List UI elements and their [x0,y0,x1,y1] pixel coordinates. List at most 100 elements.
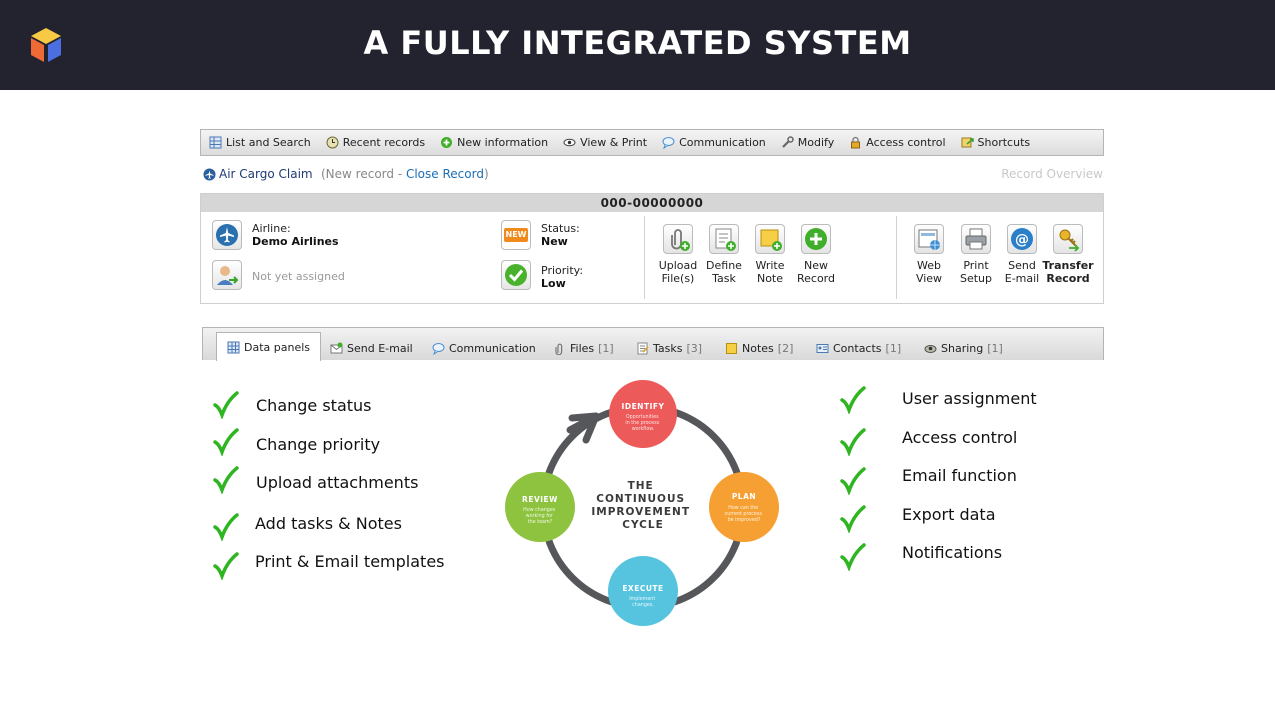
feature-item: Change priority [256,435,381,454]
review-node: REVIEW How changes working for the team? [505,472,575,542]
tab-contacts[interactable]: Contacts[1] [816,342,901,355]
svg-text:@: @ [1015,232,1029,248]
check-icon [213,552,239,580]
check-icon [840,428,866,456]
menu-shortcuts[interactable]: Shortcuts [961,136,1030,149]
status-new-icon[interactable]: NEW [501,220,531,250]
email-at-icon: @ [1007,224,1037,254]
menu-list-and-search[interactable]: List and Search [209,136,311,149]
execute-node: EXECUTE Implement changes. [608,556,678,626]
add-circle-icon [801,224,831,254]
menu-modify[interactable]: Modify [781,136,834,149]
svg-text:How can the current proc: How can the current process be improved? [725,505,764,523]
grid-icon [227,341,240,353]
record-type-title: Air Cargo Claim [219,167,313,181]
task-icon [637,342,649,355]
tab-data-panels[interactable]: Data panels [216,332,322,361]
breadcrumb: Air Cargo Claim (New record - Close Reco… [203,167,1103,183]
menu-recent-records[interactable]: Recent records [326,136,425,149]
svg-text:How changes working for: How changes working for the team? [523,507,557,525]
tab-notes[interactable]: Notes[2] [725,342,793,355]
priority-label: Priority: [541,264,584,277]
feature-item: Upload attachments [256,473,419,492]
shortcut-icon [961,137,974,148]
feature-item: User assignment [902,389,1037,408]
feature-item: Access control [902,428,1018,447]
tab-sharing[interactable]: Sharing[1] [924,342,1003,355]
plan-node: PLAN How can the current process be impr… [709,472,779,542]
record-tab-bar: Data panels Send E-mail Communication Fi… [202,327,1104,361]
priority-value: Low [541,277,566,290]
main-menu-bar: List and Search Recent records New infor… [200,129,1104,156]
airline-icon [212,220,242,250]
tab-files[interactable]: Files[1] [553,342,614,355]
web-view-icon [914,224,944,254]
check-icon [213,428,239,456]
divider [896,216,897,299]
check-icon [213,513,239,541]
cycle-arrow [566,412,600,444]
menu-new-information[interactable]: New information [440,136,548,149]
chat-icon [432,343,445,355]
divider [644,216,645,299]
recent-icon [326,136,339,149]
header-bar: A FULLY INTEGRATED SYSTEM [0,0,1275,90]
feature-item: Notifications [902,543,1003,562]
tab-send-email[interactable]: Send E-mail [330,342,413,355]
menu-access-control[interactable]: Access control [849,136,946,149]
svg-text:Implement changes.: Implement changes. [629,596,657,608]
key-transfer-icon [1053,224,1083,254]
identify-node: IDENTIFY Opportunities in the process wo… [609,380,677,448]
cycle-center-title: THE CONTINUOUS IMPROVEMENT CYCLE [591,480,694,531]
check-icon [840,505,866,533]
airline-value: Demo Airlines [252,235,339,248]
email-icon [330,342,343,354]
page-title: A FULLY INTEGRATED SYSTEM [363,24,912,62]
feature-item: Change status [256,396,372,415]
task-icon [709,224,739,254]
check-icon [840,386,866,414]
user-assign-icon[interactable] [212,260,242,290]
lock-icon [851,136,861,149]
priority-check-icon[interactable] [501,260,531,290]
paperclip-icon [555,343,563,355]
improvement-cycle-diagram: THE CONTINUOUS IMPROVEMENT CYCLE IDENTIF… [505,380,779,626]
feature-item: Print & Email templates [255,552,445,571]
wrench-icon [782,136,794,148]
check-icon [840,543,866,571]
check-icon [213,466,239,494]
svg-text:IDENTIFY: IDENTIFY [622,402,665,411]
assignee-text: Not yet assigned [252,270,345,283]
cube-logo-icon [31,28,61,62]
menu-communication[interactable]: Communication [662,136,766,149]
tab-tasks[interactable]: Tasks[3] [636,342,702,355]
feature-item: Email function [902,466,1017,485]
list-icon [209,136,222,149]
check-icon [840,467,866,495]
plus-icon [441,137,453,148]
record-overview-link[interactable]: Record Overview [1001,167,1103,181]
status-value: New [541,235,568,248]
svg-text:REVIEW: REVIEW [522,495,558,504]
paperclip-icon [663,224,693,254]
close-record-link[interactable]: Close Record [405,167,484,181]
record-state: (New record - Close Record) [321,167,489,181]
menu-view-print[interactable]: View & Print [563,136,647,149]
sharing-icon [924,345,937,353]
eye-icon [563,138,576,147]
airline-label: Airline: [252,222,291,235]
note-icon [755,224,785,254]
svg-text:EXECUTE: EXECUTE [622,584,663,593]
status-label: Status: [541,222,580,235]
airplane-icon [203,168,216,181]
svg-text:Opportunities in the pro: Opportunities in the process workflow. [625,414,660,432]
tab-communication[interactable]: Communication [432,342,536,355]
